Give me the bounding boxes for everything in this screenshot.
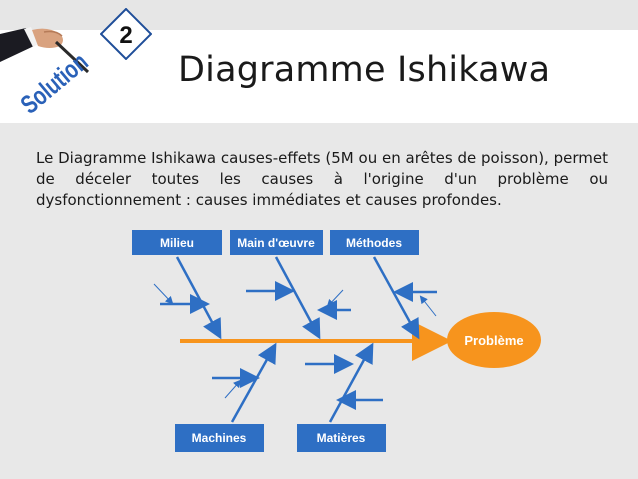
category-label-matieres: Matières xyxy=(317,431,366,445)
category-label-milieu: Milieu xyxy=(160,236,194,250)
title-bar xyxy=(0,30,638,123)
secondary-arrow xyxy=(419,295,437,317)
category-box-machines xyxy=(175,424,264,452)
bone-matieres xyxy=(328,342,374,423)
bone-main-oeuvre xyxy=(274,256,321,340)
top-band xyxy=(0,0,638,30)
bone-methodes xyxy=(372,256,420,340)
category-label-main-oeuvre: Main d'œuvre xyxy=(237,236,315,250)
intro-paragraph: Le Diagramme Ishikawa causes-effets (5M … xyxy=(36,149,608,209)
step-number: 2 xyxy=(119,22,132,49)
category-box-main-oeuvre xyxy=(230,230,323,255)
bone-milieu xyxy=(175,256,222,340)
category-box-matieres xyxy=(297,424,386,452)
category-label-machines: Machines xyxy=(192,431,247,445)
category-label-methodes: Méthodes xyxy=(346,236,402,250)
category-box-milieu xyxy=(132,230,222,255)
secondary-arrow xyxy=(224,379,242,399)
effect-ellipse xyxy=(447,312,541,368)
secondary-arrow xyxy=(153,283,174,305)
page-title: Diagramme Ishikawa xyxy=(178,50,551,90)
solution-logo: Solution xyxy=(0,20,110,125)
bone-machines xyxy=(230,342,277,423)
category-box-methodes xyxy=(330,230,419,255)
secondary-arrow xyxy=(326,289,344,308)
effect-label: Problème xyxy=(464,333,523,348)
step-badge: 2 xyxy=(99,7,153,61)
